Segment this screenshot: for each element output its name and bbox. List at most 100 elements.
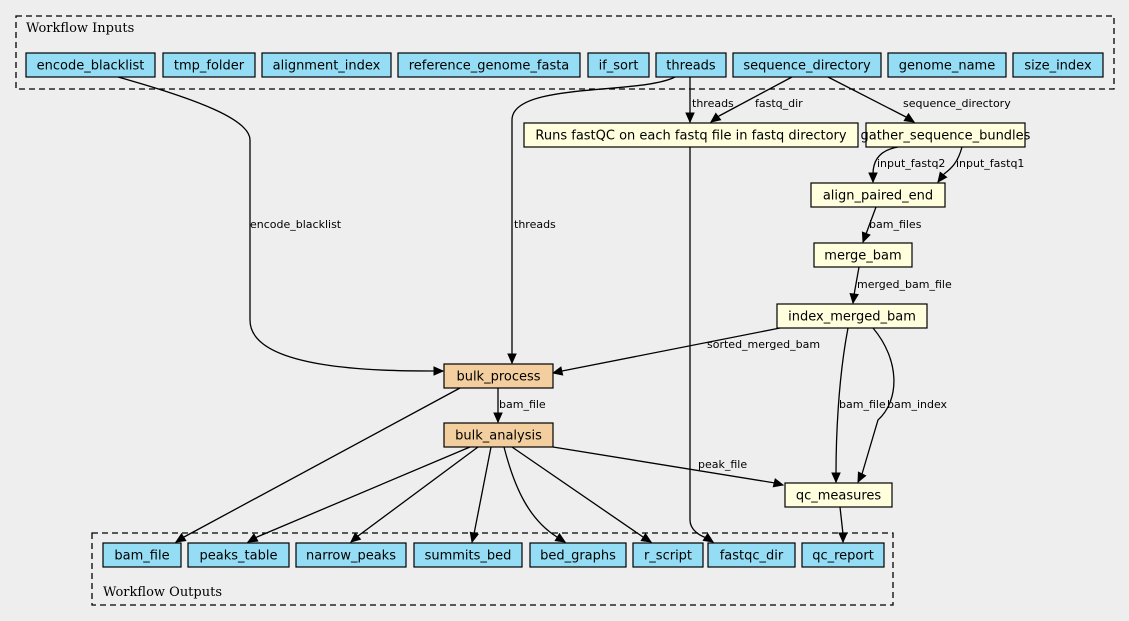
node-label: bulk_process — [456, 370, 540, 385]
edge-label: bam_file — [499, 398, 546, 411]
edge-tail — [862, 233, 867, 243]
node-box — [261, 52, 392, 78]
output-node-out-peaks-table[interactable]: peaks_table — [187, 542, 290, 568]
step-node-fastqc[interactable]: Runs fastQC on each fastq file in fastq … — [523, 122, 859, 148]
node-label: r_script — [644, 549, 692, 564]
node-label: sequence_directory — [743, 59, 871, 74]
edge-threads-to-bulk_process: threads — [507, 76, 676, 365]
edge-line — [861, 327, 895, 475]
node-label: bed_graphs — [540, 549, 616, 564]
output-node-out-narrow-peaks[interactable]: narrow_peaks — [295, 542, 407, 568]
edge-label: bam_index — [887, 398, 948, 411]
edge-line — [853, 266, 860, 296]
node-label: bulk_analysis — [455, 429, 542, 444]
node-box — [1012, 52, 1104, 78]
edge-line — [689, 147, 708, 539]
node-box — [707, 542, 796, 568]
output-node-out-bed-graphs[interactable]: bed_graphs — [529, 542, 627, 568]
node-box — [443, 363, 554, 389]
step-node-bulk-analysis[interactable]: bulk_analysis — [443, 422, 554, 448]
inputs-cluster: Workflow Inputs — [15, 15, 1115, 90]
output-node-out-qc-report[interactable]: qc_report — [801, 542, 885, 568]
edge-tail — [642, 536, 652, 543]
input-node-size-index[interactable]: size_index — [1012, 52, 1104, 78]
node-label: qc_measures — [796, 489, 882, 504]
edge-sequence_directory-to-fastqc: fastq_dir — [710, 76, 803, 123]
node-label: genome_name — [899, 59, 995, 74]
input-node-tmp-folder[interactable]: tmp_folder — [162, 52, 256, 78]
step-node-align-paired-end[interactable]: align_paired_end — [810, 182, 946, 208]
edge-tail — [247, 536, 258, 543]
edge-label: bam_file — [839, 398, 886, 411]
edge-tail — [774, 482, 784, 486]
edge-tail — [175, 536, 185, 543]
outputs-cluster-border — [91, 532, 894, 606]
edge-index_merged_bam-to-qc_measures: bam_index — [857, 327, 948, 484]
node-label: tmp_folder — [174, 59, 245, 74]
input-node-reference-genome-fasta[interactable]: reference_genome_fasta — [397, 52, 581, 78]
node-label: summits_bed — [425, 549, 512, 564]
edge-line — [943, 146, 963, 175]
edge-bulk_process-to-bulk_analysis: bam_file — [493, 388, 546, 424]
input-node-genome-name[interactable]: genome_name — [887, 52, 1007, 78]
output-node-out-summits-bed[interactable]: summits_bed — [413, 542, 523, 568]
node-label: alignment_index — [273, 59, 381, 74]
step-node-qc-measures[interactable]: qc_measures — [784, 482, 893, 508]
node-label: if_sort — [599, 59, 639, 74]
step-node-merge-bam[interactable]: merge_bam — [813, 242, 913, 268]
edge-line — [256, 446, 471, 538]
step-node-bulk-process[interactable]: bulk_process — [443, 363, 554, 389]
edge-tail — [710, 115, 720, 123]
edge-sequence_directory-to-gather_sequence_bundles: sequence_directory — [827, 76, 1011, 123]
edge-bulk_analysis-to-qc_measures: peak_file — [552, 446, 785, 488]
edge-encode_blacklist-to-bulk_process: encode_blacklist — [117, 76, 445, 376]
node-label: fastqc_dir — [720, 549, 784, 564]
input-node-alignment-index[interactable]: alignment_index — [261, 52, 392, 78]
node-box — [784, 482, 893, 508]
node-box — [632, 542, 704, 568]
node-box — [102, 542, 182, 568]
edge-line — [718, 76, 793, 117]
edge-bulk_analysis-to-out_r_script — [511, 446, 653, 543]
edge-bulk_process-to-out_bam_file — [174, 387, 461, 543]
step-node-gather-sequence-bundles[interactable]: gather_sequence_bundles — [861, 122, 1031, 148]
node-label: encode_blacklist — [37, 59, 145, 74]
node-box — [810, 182, 946, 208]
edge-threads-to-fastqc: threads — [685, 77, 734, 124]
node-label: Runs fastQC on each fastq file in fastq … — [535, 129, 846, 144]
node-label: threads — [666, 59, 716, 74]
edge-bulk_analysis-to-out_narrow_peaks — [350, 446, 479, 543]
edge-tail — [857, 473, 863, 483]
input-node-if-sort[interactable]: if_sort — [587, 52, 650, 78]
node-label: narrow_peaks — [306, 549, 396, 564]
edge-line — [357, 446, 479, 537]
node-box — [25, 52, 156, 78]
output-node-out-bam-file[interactable]: bam_file — [102, 542, 182, 568]
output-node-out-fastqc-dir[interactable]: fastqc_dir — [707, 542, 796, 568]
edge-label: threads — [514, 218, 556, 231]
input-node-sequence-directory[interactable]: sequence_directory — [732, 52, 882, 78]
edge-label: peak_file — [698, 458, 747, 471]
edge-line — [511, 446, 644, 538]
output-node-out-r-script[interactable]: r_script — [632, 542, 704, 568]
edge-line — [835, 327, 849, 475]
node-box — [295, 542, 407, 568]
node-label: align_paired_end — [823, 189, 933, 204]
outputs-cluster: Workflow Outputs — [91, 532, 894, 606]
edge-line — [827, 76, 907, 118]
edge-label: bam_files — [869, 218, 922, 231]
node-box — [732, 52, 882, 78]
edge-align_paired_end-to-merge_bam: bam_files — [861, 206, 922, 244]
edge-line — [872, 146, 899, 175]
step-node-index-merged-bam[interactable]: index_merged_bam — [776, 303, 928, 329]
edge-bulk_analysis-to-out_bed_graphs — [503, 446, 567, 543]
node-label: qc_report — [812, 549, 874, 564]
edge-tail — [852, 294, 855, 304]
edge-label: input_fastq1 — [956, 157, 1024, 170]
input-node-encode-blacklist[interactable]: encode_blacklist — [25, 52, 156, 78]
edge-tail — [706, 537, 714, 543]
input-node-threads[interactable]: threads — [655, 52, 727, 78]
edge-bulk_analysis-to-out_peaks_table — [246, 446, 471, 543]
